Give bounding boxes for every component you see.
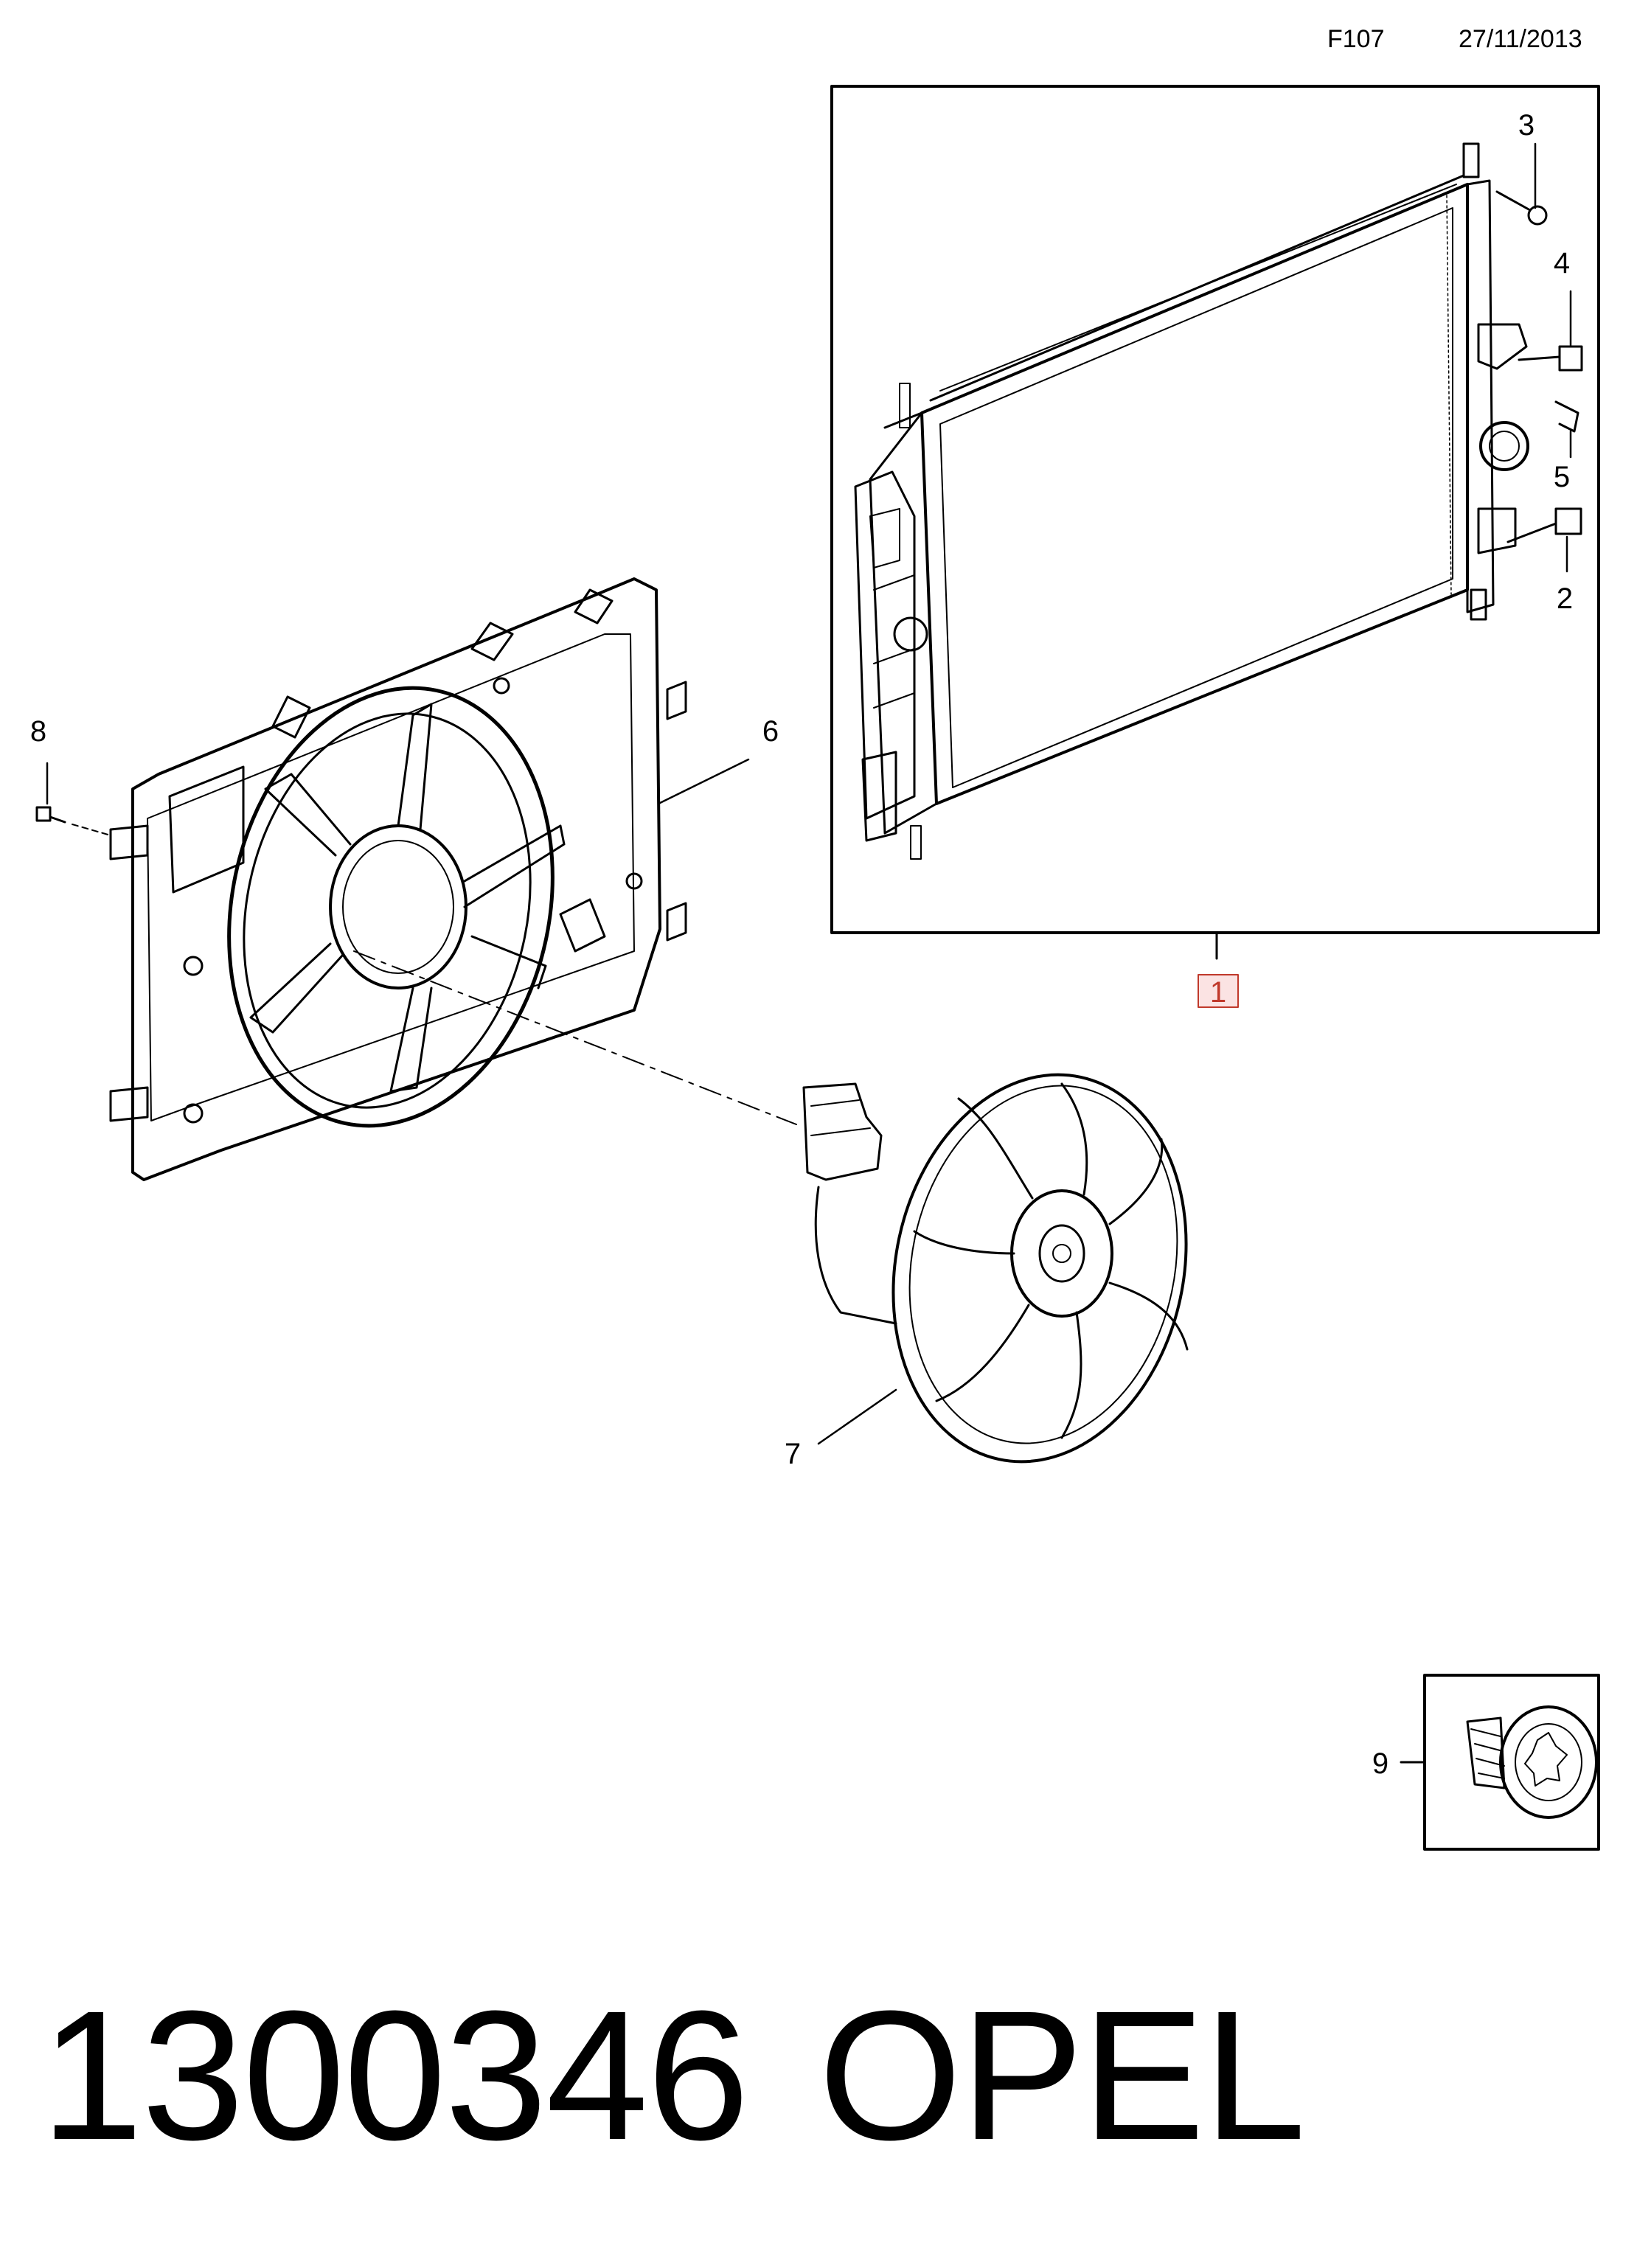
screw-item-9 xyxy=(1466,1705,1598,1819)
callout-5: 5 xyxy=(1554,461,1570,493)
leader-line-6 xyxy=(657,758,750,805)
callout-2: 2 xyxy=(1557,582,1573,615)
leader-line-7 xyxy=(817,1388,897,1445)
radiator-frame-box xyxy=(830,85,1600,934)
screw-inset-box xyxy=(1423,1674,1600,1851)
callout-4: 4 xyxy=(1554,247,1570,279)
assembly-axis-line xyxy=(353,950,797,1125)
drain-plug-item-2 xyxy=(1506,507,1582,543)
pin-item-4 xyxy=(1518,345,1583,372)
clip-item-5 xyxy=(1554,400,1579,433)
screw-item-8 xyxy=(35,762,111,836)
callout-7: 7 xyxy=(785,1438,801,1470)
callout-3: 3 xyxy=(1518,109,1535,142)
cooling-fan xyxy=(802,1073,1189,1464)
radiator xyxy=(854,142,1529,860)
diagram-code: F107 xyxy=(1327,25,1385,53)
callout-6: 6 xyxy=(762,715,779,748)
brand-name: OPEL xyxy=(818,1972,1306,2178)
callout-1-highlight xyxy=(1198,974,1239,1008)
diagram-date: 27/11/2013 xyxy=(1459,25,1582,53)
callout-1: 1 xyxy=(1210,976,1226,1009)
callout-9: 9 xyxy=(1372,1747,1389,1780)
bolt-item-3 xyxy=(1495,190,1548,226)
fan-shroud xyxy=(109,577,687,1181)
callout-8: 8 xyxy=(30,715,46,748)
part-number: 1300346 xyxy=(41,1972,749,2178)
